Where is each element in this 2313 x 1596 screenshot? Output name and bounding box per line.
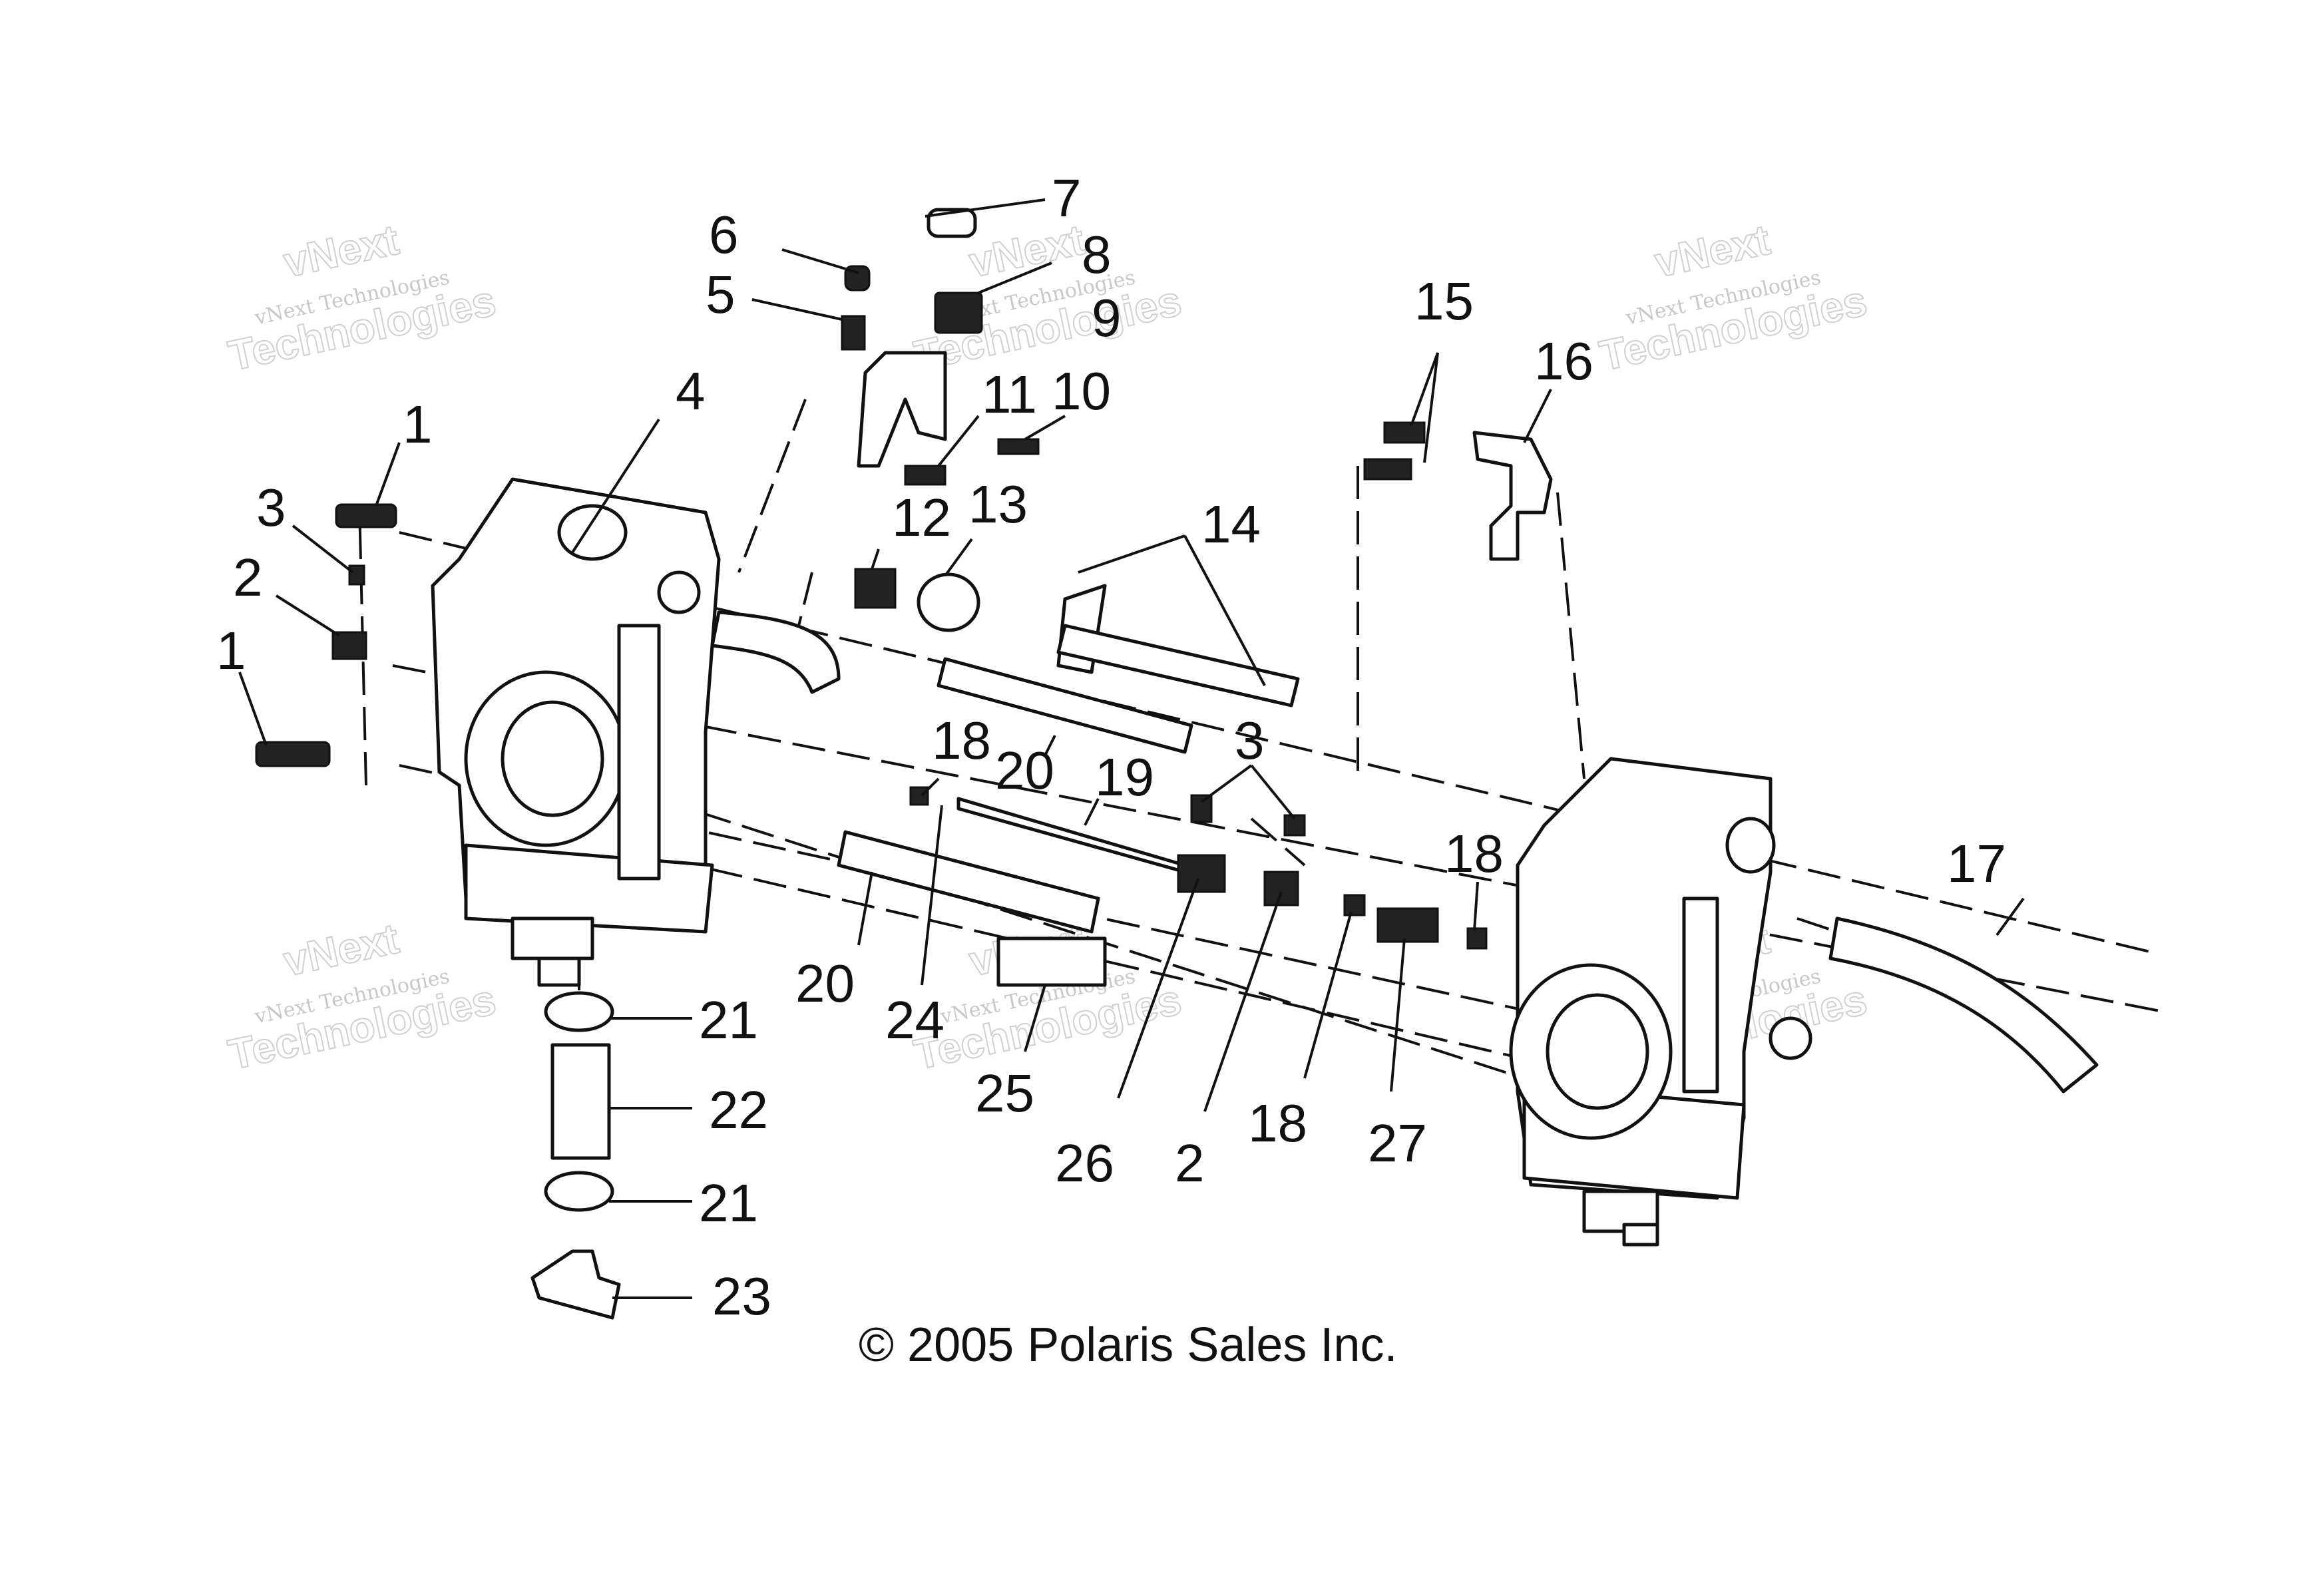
part-screw-11 — [904, 465, 946, 486]
part-knob-7 — [927, 208, 977, 238]
callout-16: 16 — [1534, 331, 1593, 391]
callout-17: 17 — [1947, 834, 2006, 893]
part-spring-12 — [854, 568, 897, 609]
callout-8: 8 — [1082, 225, 1112, 284]
part-screw-5 — [841, 315, 866, 351]
part-spring-27 — [1376, 907, 1439, 943]
callout-1-upper: 1 — [403, 395, 433, 454]
part-screw-15b — [1363, 458, 1412, 481]
part-clip-2b — [1263, 871, 1299, 906]
callout-9: 9 — [1092, 288, 1122, 347]
part-rod-20a — [937, 657, 1193, 754]
part-rod-14 — [1056, 624, 1300, 707]
part-tee-23 — [530, 1249, 621, 1320]
watermark-1: vNext vNext Technologies Technologies — [224, 215, 501, 381]
part-tube-22 — [550, 1043, 611, 1160]
leader-lines — [238, 198, 2025, 1299]
part-bracket-16 — [1472, 431, 1553, 561]
callout-6: 6 — [709, 205, 739, 264]
callout-23: 23 — [712, 1267, 771, 1326]
callout-4: 4 — [676, 361, 706, 421]
part-rod-20b — [837, 830, 1100, 934]
part-hose-17 — [1828, 916, 2099, 1094]
part-screw-3a — [348, 564, 365, 586]
callout-20-lower: 20 — [795, 954, 855, 1013]
callout-18-right: 18 — [1444, 824, 1504, 883]
callout-2-center: 2 — [1175, 1133, 1205, 1193]
callout-21-upper: 21 — [699, 990, 758, 1050]
callout-21-lower: 21 — [699, 1173, 758, 1233]
part-link-26 — [1177, 854, 1226, 893]
callout-19: 19 — [1095, 747, 1154, 807]
svg-text:vNext: vNext — [280, 914, 403, 986]
callout-7: 7 — [1052, 168, 1082, 228]
part-screw-15a — [1383, 421, 1426, 444]
callout-3-center: 3 — [1235, 711, 1265, 770]
callout-18-left: 18 — [932, 711, 991, 770]
part-clamp-21b — [544, 1171, 614, 1212]
callout-24: 24 — [885, 990, 945, 1050]
part-collar-13 — [917, 572, 980, 632]
callout-2-left: 2 — [233, 548, 263, 607]
callout-3-left: 3 — [256, 478, 286, 537]
callout-1-lower: 1 — [216, 621, 246, 680]
callout-18-center: 18 — [1248, 1094, 1307, 1153]
part-washer-18a — [909, 786, 929, 806]
callout-27: 27 — [1368, 1113, 1427, 1173]
watermark-5: vNext vNext Technologies Technologies — [909, 914, 1186, 1080]
watermark-line1: vNext — [280, 216, 403, 287]
part-bracket-11 — [857, 351, 947, 468]
callout-11: 11 — [982, 365, 1037, 424]
small-parts — [255, 208, 2099, 1320]
part-washer-18b — [1343, 894, 1366, 916]
callout-12: 12 — [892, 488, 951, 547]
part-screw-3b — [1190, 794, 1213, 823]
callout-10: 10 — [1052, 361, 1111, 421]
callouts: 1 1 2 2 3 3 4 5 6 7 8 9 10 11 12 13 14 1… — [216, 168, 2006, 1326]
part-tube-25 — [996, 936, 1107, 987]
callout-25: 25 — [975, 1064, 1034, 1123]
part-shaft-19 — [956, 797, 1187, 874]
callout-5: 5 — [706, 265, 736, 324]
callout-26: 26 — [1055, 1133, 1114, 1193]
watermark-3: vNext vNext Technologies Technologies — [1595, 215, 1872, 381]
callout-14: 14 — [1201, 495, 1261, 554]
part-spring-8 — [934, 292, 983, 334]
part-bolt-1b — [255, 741, 331, 767]
svg-text:vNext: vNext — [1651, 216, 1774, 287]
left-carburetor — [431, 477, 841, 987]
callout-15: 15 — [1414, 272, 1474, 331]
part-clamp-21a — [544, 991, 614, 1032]
part-screw-10 — [997, 438, 1040, 455]
part-cap-6 — [844, 265, 871, 292]
callout-20-upper: 20 — [995, 741, 1054, 800]
part-bolt-1a — [335, 503, 397, 528]
part-clip-2a — [331, 631, 367, 660]
copyright-notice: © 2005 Polaris Sales Inc. — [859, 1318, 1397, 1372]
callout-22: 22 — [709, 1080, 768, 1139]
right-carburetor — [1509, 757, 1812, 1247]
part-washer-18c — [1466, 927, 1488, 950]
watermark-4: vNext vNext Technologies Technologies — [224, 914, 501, 1080]
callout-13: 13 — [968, 475, 1028, 534]
